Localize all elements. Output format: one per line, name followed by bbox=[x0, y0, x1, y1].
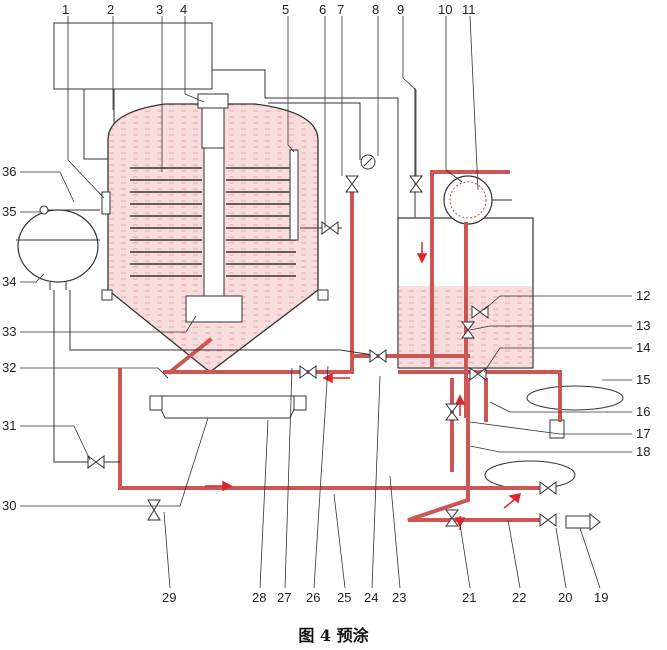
valves bbox=[87, 175, 557, 527]
part-label: 4 bbox=[180, 2, 187, 17]
figure-caption: 图 4 预涂 bbox=[298, 626, 369, 645]
leader-lines bbox=[20, 15, 632, 589]
part-label: 18 bbox=[636, 444, 650, 459]
part-label: 19 bbox=[594, 590, 608, 605]
part-label: 29 bbox=[162, 590, 176, 605]
flow-arrows bbox=[205, 242, 522, 530]
pipe-network bbox=[118, 170, 562, 522]
part-label: 12 bbox=[636, 288, 650, 303]
bottom-discharge bbox=[149, 395, 307, 419]
part-label: 34 bbox=[2, 274, 16, 289]
part-labels: 1 2 3 4 5 6 7 8 9 10 11 12 13 14 15 16 1… bbox=[2, 2, 650, 605]
storage-drums bbox=[484, 385, 624, 490]
part-label: 22 bbox=[512, 590, 526, 605]
pipe-outlines bbox=[53, 85, 416, 463]
part-label: 17 bbox=[636, 426, 650, 441]
part-label: 7 bbox=[337, 2, 344, 17]
air-tank bbox=[16, 205, 100, 290]
part-label: 1 bbox=[62, 2, 69, 17]
part-label: 21 bbox=[462, 590, 476, 605]
pump-icon bbox=[565, 512, 601, 532]
part-label: 15 bbox=[636, 372, 650, 387]
part-label: 33 bbox=[2, 324, 16, 339]
part-label: 24 bbox=[364, 590, 378, 605]
part-label: 26 bbox=[306, 590, 320, 605]
part-label: 11 bbox=[462, 2, 476, 17]
part-label: 5 bbox=[282, 2, 289, 17]
filter-leaves bbox=[130, 167, 296, 277]
part-label: 2 bbox=[107, 2, 114, 17]
part-label: 36 bbox=[2, 164, 16, 179]
part-label: 3 bbox=[156, 2, 163, 17]
top-housing bbox=[53, 22, 266, 160]
part-label: 14 bbox=[636, 340, 650, 355]
filter-tank bbox=[101, 93, 329, 373]
part-label: 31 bbox=[2, 418, 16, 433]
part-label: 32 bbox=[2, 360, 16, 375]
part-label: 23 bbox=[392, 590, 406, 605]
part-label: 28 bbox=[252, 590, 266, 605]
part-label: 8 bbox=[372, 2, 379, 17]
part-label: 25 bbox=[337, 590, 351, 605]
part-label: 13 bbox=[636, 318, 650, 333]
pressure-gauge-icon bbox=[360, 154, 376, 170]
part-label: 16 bbox=[636, 404, 650, 419]
part-label: 30 bbox=[2, 498, 16, 513]
part-label: 20 bbox=[558, 590, 572, 605]
part-label: 10 bbox=[438, 2, 452, 17]
part-label: 6 bbox=[319, 2, 326, 17]
part-label: 27 bbox=[277, 590, 291, 605]
part-label: 35 bbox=[2, 204, 16, 219]
part-label: 9 bbox=[397, 2, 404, 17]
